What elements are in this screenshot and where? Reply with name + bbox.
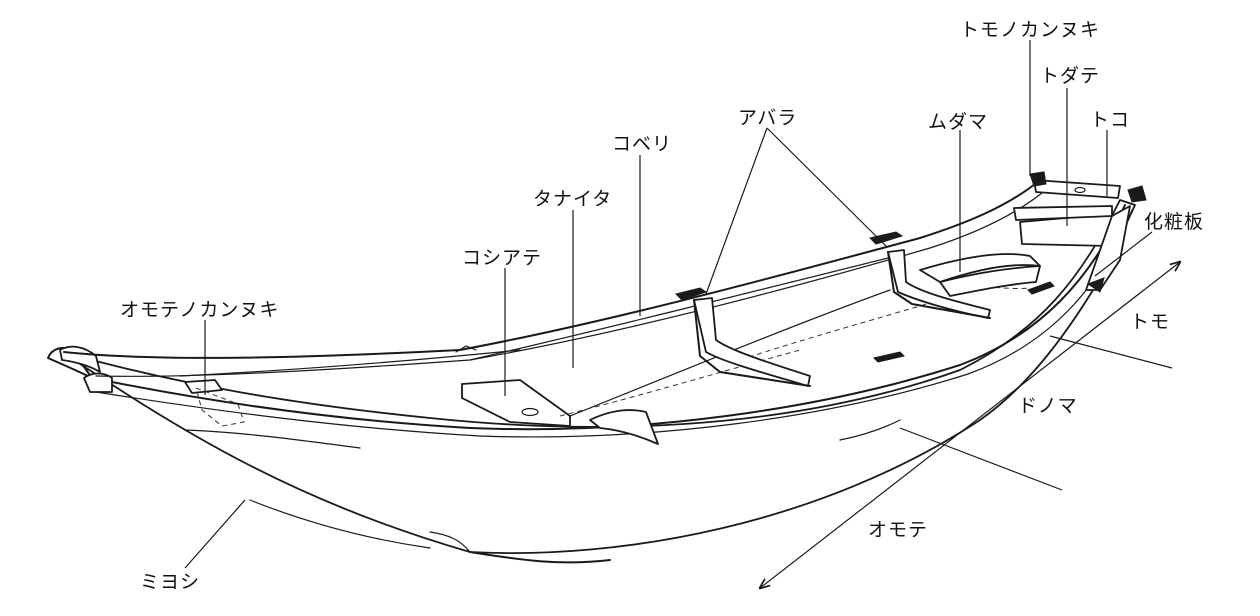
bow-crossbar [184,379,223,394]
far-gunwale [63,179,1041,359]
hull-bottom-line [469,551,611,564]
label-todate: トダテ [1040,65,1100,87]
stern-crossbar [1033,179,1121,199]
label-omote: オモテ [868,519,928,541]
label-koshiate: コシアテ [462,247,542,269]
part-labels: トモノカンヌキ トダテ トコ アバラ ムダマ コベリ タナイタ 化粧板 コシアテ… [120,19,1204,593]
seat-plank [461,379,571,427]
label-tanaita: タナイタ [533,188,612,210]
label-mudama: ムダマ [928,111,988,133]
label-donoma: ドノマ [1018,395,1078,417]
hull-side [61,199,1136,554]
leader-lines [184,40,1180,588]
label-miyoshi: ミヨシ [140,571,200,593]
label-tomo-no-kannuki: トモノカンヌキ [960,19,1100,41]
label-abara: アバラ [738,107,797,129]
label-keshoita: 化粧板 [1144,211,1204,233]
label-omote-no-kannuki: オモテノカンヌキ [120,299,279,321]
boat-illustration [47,171,1147,564]
rib-frame-1 [693,297,811,387]
label-toko: トコ [1090,109,1130,131]
label-tomo: トモ [1130,311,1170,333]
label-kobeli: コベリ [612,133,672,155]
